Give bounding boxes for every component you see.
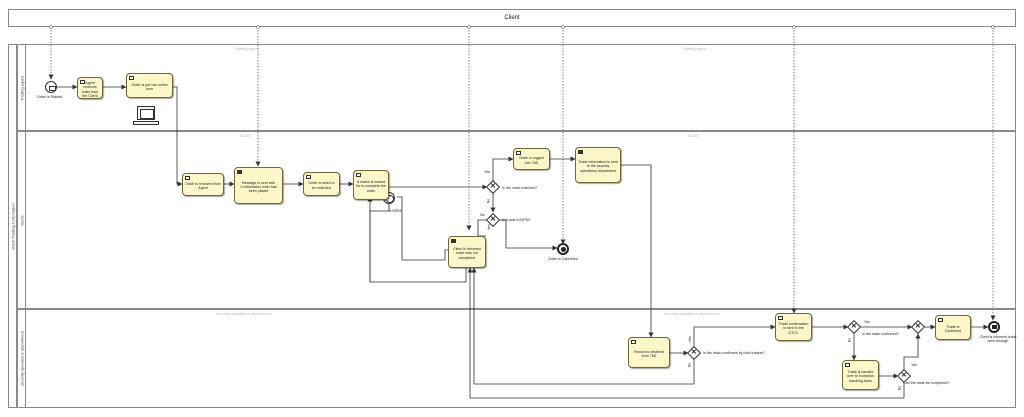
user-task-icon: [516, 151, 521, 155]
gateway-x-icon: ✕: [915, 323, 921, 330]
task-order-received[interactable]: Order is received from Agent: [182, 173, 224, 196]
flow-label-no-3: No: [687, 362, 692, 368]
flow-label-yes-3: Yes: [687, 336, 692, 342]
lane-security-ops[interactable]: [17, 309, 1016, 408]
user-task-icon: [778, 316, 783, 320]
script-task-icon: [356, 173, 361, 177]
script-task-icon: [306, 175, 311, 179]
keyboard-icon: [133, 121, 159, 125]
user-task-icon: [129, 76, 134, 80]
flow-label-no-2: No: [480, 213, 485, 217]
receive-task-icon: [80, 80, 85, 84]
task-trade-confirmation[interactable]: Trade confirmation is sent to the DTCC: [775, 313, 812, 341]
task-order-put[interactable]: Order is put into online form: [126, 73, 173, 98]
task-label: Trade confirmation is sent to the DTCC: [778, 322, 809, 335]
flow-label-yes-5: Yes: [911, 363, 917, 367]
send-task-icon: [237, 170, 242, 174]
task-label: A match is looked for to complete the or…: [356, 180, 386, 193]
envelope-icon: [48, 85, 56, 91]
lane-watermark-slds-2: SLDS: [688, 133, 699, 138]
task-label: Client is informed trade was not complet…: [453, 247, 481, 260]
gateway-x-icon: ✕: [490, 216, 496, 223]
flow-label-no-5: No: [897, 385, 902, 391]
flow-label-yes-1: Yes: [484, 170, 490, 174]
main-pool-header: [8, 44, 17, 408]
task-label: Trade information is sent to the securit…: [578, 160, 618, 173]
task-match-looked[interactable]: A match is looked for to complete the or…: [353, 170, 389, 200]
script-task-icon: [938, 318, 943, 322]
lane-watermark-trading-agent-2: Trading agent: [682, 46, 707, 51]
task-label: Order is received from Agent: [185, 181, 221, 190]
send-task-icon: [451, 239, 456, 243]
script-task-icon: [631, 340, 636, 344]
send-task-icon: [578, 150, 583, 154]
task-label: Record is obtained from 78D: [634, 349, 664, 358]
client-pool[interactable]: Client: [8, 9, 1016, 27]
message-task-icon: [185, 176, 190, 180]
flow-label-yes-4: Yes: [864, 320, 870, 324]
gateway-x-icon: ✕: [851, 323, 857, 330]
end-event-label: Client is informed trade went through: [979, 335, 1017, 343]
cancel-end-event[interactable]: [557, 243, 569, 255]
start-event-label: Order is Started: [37, 95, 63, 99]
task-message-sent[interactable]: Message is sent with Confirmation order …: [234, 167, 283, 204]
gateway-confirmed-both-label: Is the trade confirmed by both traders?: [703, 351, 765, 355]
end-event[interactable]: [988, 321, 1000, 333]
envelope-filled-icon: [991, 325, 997, 329]
cancel-icon: [560, 246, 566, 252]
task-label: Message is sent with Confirmation order …: [240, 180, 277, 194]
task-client-informed-not[interactable]: Client is informed trade was not complet…: [448, 236, 486, 268]
gateway-x-icon: ✕: [901, 372, 907, 379]
lane-trading-agent[interactable]: [17, 44, 1016, 131]
start-event[interactable]: [45, 81, 57, 93]
lane-watermark-trading-agent-1: Trading agent: [234, 46, 259, 51]
script-task-icon: [845, 363, 850, 367]
task-label: Order is logged into 78D: [519, 156, 544, 165]
task-order-logged[interactable]: Order is logged into 78D: [513, 148, 550, 170]
flow-label-no-4: No: [847, 337, 852, 343]
lane-watermark-slds-1: SLDS: [240, 133, 251, 138]
flow-label-no-1: No: [486, 198, 491, 204]
cancel-event-label: Order is Cancelled: [548, 257, 578, 261]
timer-label: 6:00PM: [389, 209, 402, 213]
lane-watermark-security-2: security operations department: [664, 311, 719, 316]
task-label: Order is put into online form: [131, 82, 168, 91]
computer-icon: [137, 106, 155, 120]
task-record-obtained[interactable]: Record is obtained from 78D: [628, 337, 670, 368]
task-label: Order is listed to be matched: [308, 181, 335, 190]
task-label: Agent receives order from the Client: [81, 81, 99, 98]
task-label: Trade is Confirmed: [944, 324, 962, 333]
task-trade-info-sent[interactable]: Trade information is sent to the securit…: [575, 147, 621, 183]
gateway-x-icon: ✕: [490, 183, 496, 190]
task-order-listed[interactable]: Order is listed to be matched: [303, 172, 340, 196]
gateway-confirmed-label: Is the trade confirmed?: [862, 332, 899, 336]
gateway-order-matched-label: Is the order matched?: [502, 186, 537, 190]
lane-watermark-security-1: security operations department: [216, 311, 271, 316]
lane-slds[interactable]: [17, 131, 1016, 309]
task-agent-receives[interactable]: Agent receives order from the Client: [77, 77, 103, 99]
gateway-past-6pm-label: Is it past 6:00PM?: [502, 218, 531, 222]
task-trade-confirmed[interactable]: Trade is Confirmed: [935, 315, 971, 340]
monitor-screen: [140, 109, 154, 119]
task-handed-over[interactable]: Trade is handed over to exception handli…: [842, 360, 879, 390]
gateway-can-complete-label: Can the trade be completed?: [903, 381, 950, 385]
client-pool-title: Client: [504, 15, 520, 21]
task-label: Trade is handed over to exception handli…: [846, 370, 875, 383]
gateway-x-icon: ✕: [691, 349, 697, 356]
flow-label-yes-2: Yes: [486, 224, 491, 230]
